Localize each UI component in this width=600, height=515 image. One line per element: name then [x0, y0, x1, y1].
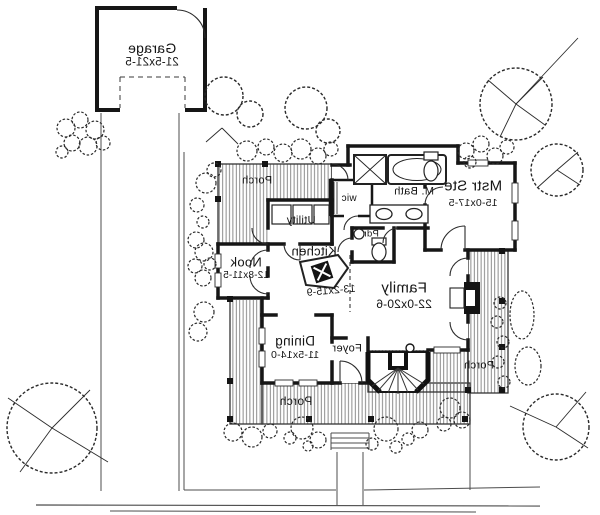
nook-label: Nook	[230, 254, 262, 270]
stair-treads	[371, 367, 425, 394]
porch-left-strip	[229, 297, 263, 425]
mbath-label: M. Bath	[393, 185, 435, 198]
tree	[530, 143, 584, 197]
kitchen-island	[298, 253, 350, 290]
front-steps	[330, 432, 370, 450]
washer-dryer	[271, 204, 330, 225]
family-dims: 22-0x20-6	[376, 297, 432, 311]
tree	[204, 76, 244, 116]
vegetation	[6, 37, 590, 474]
family-label: Family	[381, 279, 427, 297]
garage-label: Garage	[127, 40, 177, 56]
fixtures	[271, 151, 480, 314]
lawn-edge-right	[363, 486, 541, 491]
entry-stair-bay	[365, 343, 431, 394]
road-line-2	[109, 510, 477, 513]
foyer-label: Foyer	[332, 342, 362, 355]
road-line-1	[35, 504, 541, 507]
pdr-label: Pdr	[363, 228, 379, 240]
bushes	[55, 111, 542, 454]
dining-dims: 11-5x14-0	[270, 348, 320, 361]
fireplace	[449, 282, 480, 314]
tree	[236, 100, 264, 128]
newel-post	[405, 343, 415, 353]
toilet-pdr	[353, 228, 387, 262]
tree	[522, 393, 590, 461]
tree	[315, 118, 341, 144]
tree-branches	[7, 37, 589, 473]
toilet-mbath	[423, 151, 439, 182]
utility-label: Utility	[286, 214, 316, 227]
garage-apron-dashes	[119, 76, 186, 108]
tree	[479, 67, 553, 141]
mstr-ste-label: Mstr Ste	[443, 177, 503, 195]
door-swings	[249, 163, 469, 384]
nook-dims: 12-8x11-5	[222, 270, 270, 281]
tree	[6, 382, 98, 474]
wic-label: wic	[341, 193, 357, 204]
dining-label: Dining	[274, 333, 316, 349]
mstr-ste-dims: 15-0x17-5	[448, 196, 498, 209]
porch-bottom-label: Porch	[279, 394, 313, 408]
porch-right	[467, 249, 509, 394]
garage-dims: 21-5x21-5	[125, 56, 179, 69]
garage-door-arc	[176, 9, 206, 39]
porch-right-label: Porch	[463, 359, 495, 372]
porch-top-label: Porch	[241, 174, 273, 187]
shower	[353, 154, 387, 185]
double-vanity	[369, 204, 429, 224]
windows	[214, 159, 519, 387]
tree	[284, 86, 328, 130]
kitchen-label: Kitchen	[291, 243, 337, 259]
